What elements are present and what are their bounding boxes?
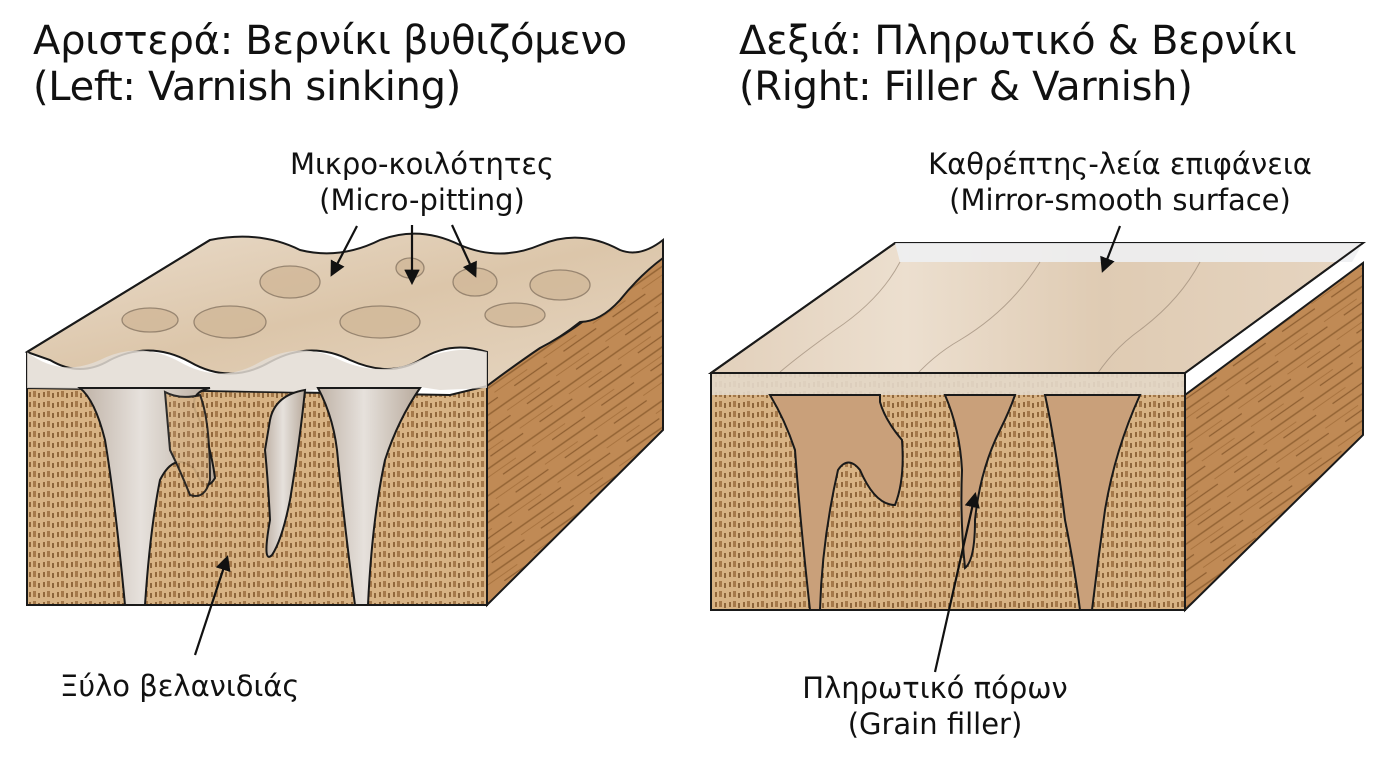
mirror-smooth-greek: Καθρέπτης-λεία επιφάνεια xyxy=(928,147,1312,181)
left-panel-title: Αριστερά: Βερνίκι βυθιζόμενο (Left: Varn… xyxy=(33,18,627,110)
micro-pitting-label: Μικρο-κοιλότητες (Micro-pitting) xyxy=(262,146,582,218)
micro-pitting-english: (Micro-pitting) xyxy=(319,183,525,217)
mirror-smooth-label: Καθρέπτης-λεία επιφάνεια (Mirror-smooth … xyxy=(890,146,1350,218)
oak-wood-label: Ξύλο βελανιδιάς xyxy=(60,668,360,704)
right-block-filler-and-varnish xyxy=(707,242,1367,613)
oak-wood-arrow xyxy=(193,555,231,656)
mirror-smooth-arrow xyxy=(1100,225,1122,273)
oak-wood-greek: Ξύλο βελανιδιάς xyxy=(60,669,300,703)
grain-filler-label: Πληρωτικό πόρων (Grain filler) xyxy=(770,670,1100,742)
right-panel-title: Δεξιά: Πληρωτικό & Βερνίκι (Right: Fille… xyxy=(739,18,1297,110)
right-title-english: (Right: Filler & Varnish) xyxy=(739,64,1193,110)
left-title-greek: Αριστερά: Βερνίκι βυθιζόμενο xyxy=(33,18,627,64)
grain-filler-arrow xyxy=(933,491,980,673)
micro-pitting-greek: Μικρο-κοιλότητες xyxy=(289,147,555,181)
left-title-english: (Left: Varnish sinking) xyxy=(33,64,461,110)
micro-pitting-arrows xyxy=(330,224,477,286)
grain-filler-greek: Πληρωτικό πόρων xyxy=(802,671,1068,705)
right-title-greek: Δεξιά: Πληρωτικό & Βερνίκι xyxy=(739,18,1297,64)
grain-filler xyxy=(768,394,1142,611)
left-block-varnish-sinking xyxy=(24,232,664,608)
mirror-smooth-english: (Mirror-smooth surface) xyxy=(949,183,1291,217)
grain-filler-english: (Grain filler) xyxy=(847,707,1023,741)
